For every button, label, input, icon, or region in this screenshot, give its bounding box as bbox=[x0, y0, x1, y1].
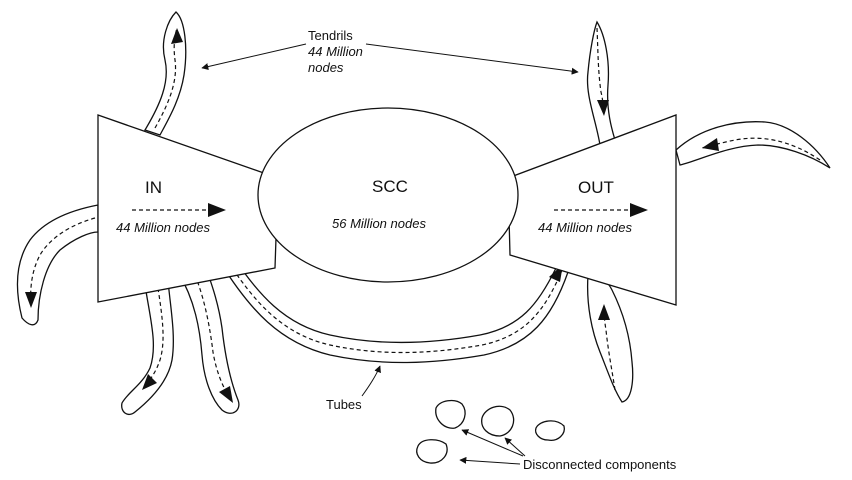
in-nodes-label: 44 Million nodes bbox=[116, 220, 210, 235]
scc-component bbox=[257, 107, 519, 283]
tubes-annotation: Tubes bbox=[326, 365, 381, 412]
tendril-right bbox=[675, 121, 831, 169]
tendrils-label: Tendrils bbox=[308, 28, 353, 43]
tendril-top-left bbox=[144, 11, 187, 136]
tendril-bottom-left-1 bbox=[121, 279, 174, 416]
disconnected-blob bbox=[416, 439, 448, 464]
in-component bbox=[97, 114, 279, 303]
tendrils-count-line1: 44 Million bbox=[308, 44, 363, 59]
tendril-bottom-right bbox=[586, 269, 634, 403]
tendrils-annotation: Tendrils 44 Million nodes bbox=[201, 28, 579, 75]
tube bbox=[219, 251, 569, 364]
tendrils-count-line2: nodes bbox=[308, 60, 344, 75]
disconnected-blob bbox=[481, 405, 515, 437]
scc-label: SCC bbox=[372, 177, 408, 196]
out-nodes-label: 44 Million nodes bbox=[538, 220, 632, 235]
disconnected-blob bbox=[435, 399, 466, 429]
disconnected-label: Disconnected components bbox=[523, 457, 677, 472]
tubes-label: Tubes bbox=[326, 397, 362, 412]
scc-nodes-label: 56 Million nodes bbox=[332, 216, 426, 231]
disconnected-components: Disconnected components bbox=[416, 399, 677, 472]
in-label: IN bbox=[145, 178, 162, 197]
tendril-bottom-left-2 bbox=[176, 264, 240, 414]
out-label: OUT bbox=[578, 178, 614, 197]
tendril-left bbox=[16, 204, 99, 326]
disconnected-blob bbox=[534, 420, 565, 441]
tendril-top-right bbox=[586, 20, 616, 146]
